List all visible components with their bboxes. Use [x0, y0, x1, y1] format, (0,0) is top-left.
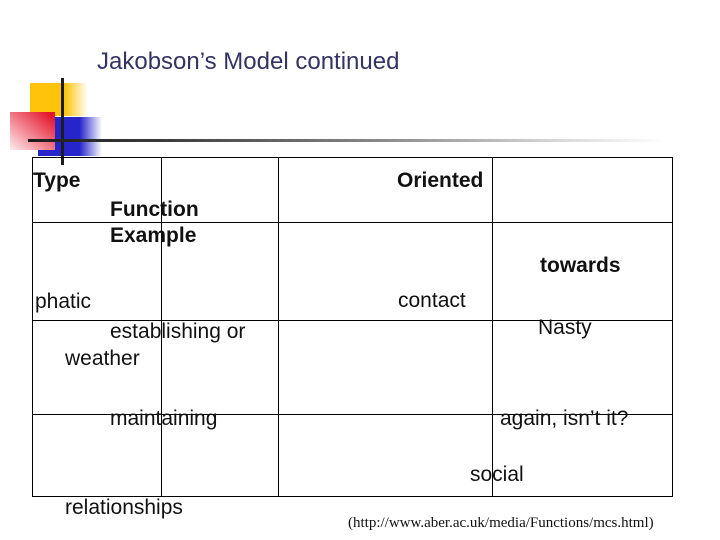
table-row-divider — [32, 222, 673, 223]
cell-weather-value: weather — [65, 347, 140, 370]
cell-again-value: again, isn’t it? — [500, 407, 629, 430]
table-column-divider — [278, 157, 279, 497]
cell-phatic-value: phatic — [35, 290, 92, 313]
cell-type-label: Type — [33, 169, 81, 192]
decoration-red-square — [10, 112, 55, 150]
decoration-gradient-rule — [28, 139, 673, 142]
decoration-vertical-line — [61, 78, 64, 165]
table-outline — [32, 157, 673, 497]
table-column-divider — [492, 157, 493, 497]
cell-towards-label: towards — [540, 254, 621, 277]
source-url: (http://www.aber.ac.uk/media/Functions/m… — [348, 515, 654, 531]
cell-maintaining-value: maintaining — [110, 407, 218, 430]
table-column-divider — [161, 157, 162, 497]
cell-social-value: social — [470, 463, 524, 486]
cell-contact-value: contact — [398, 289, 466, 312]
cell-example-label: Example — [110, 224, 197, 247]
table-row-divider — [32, 414, 673, 415]
cell-function-label: Function — [110, 198, 199, 221]
cell-relationships-value: relationships — [65, 496, 183, 519]
cell-oriented-label: Oriented — [397, 169, 484, 192]
slide-title: Jakobson’s Model continued — [97, 48, 400, 75]
decoration-yellow-square — [30, 83, 88, 116]
cell-nasty-value: Nasty — [538, 316, 592, 339]
table-row-divider — [32, 320, 673, 321]
cell-establishing-value: establishing or — [110, 320, 246, 343]
